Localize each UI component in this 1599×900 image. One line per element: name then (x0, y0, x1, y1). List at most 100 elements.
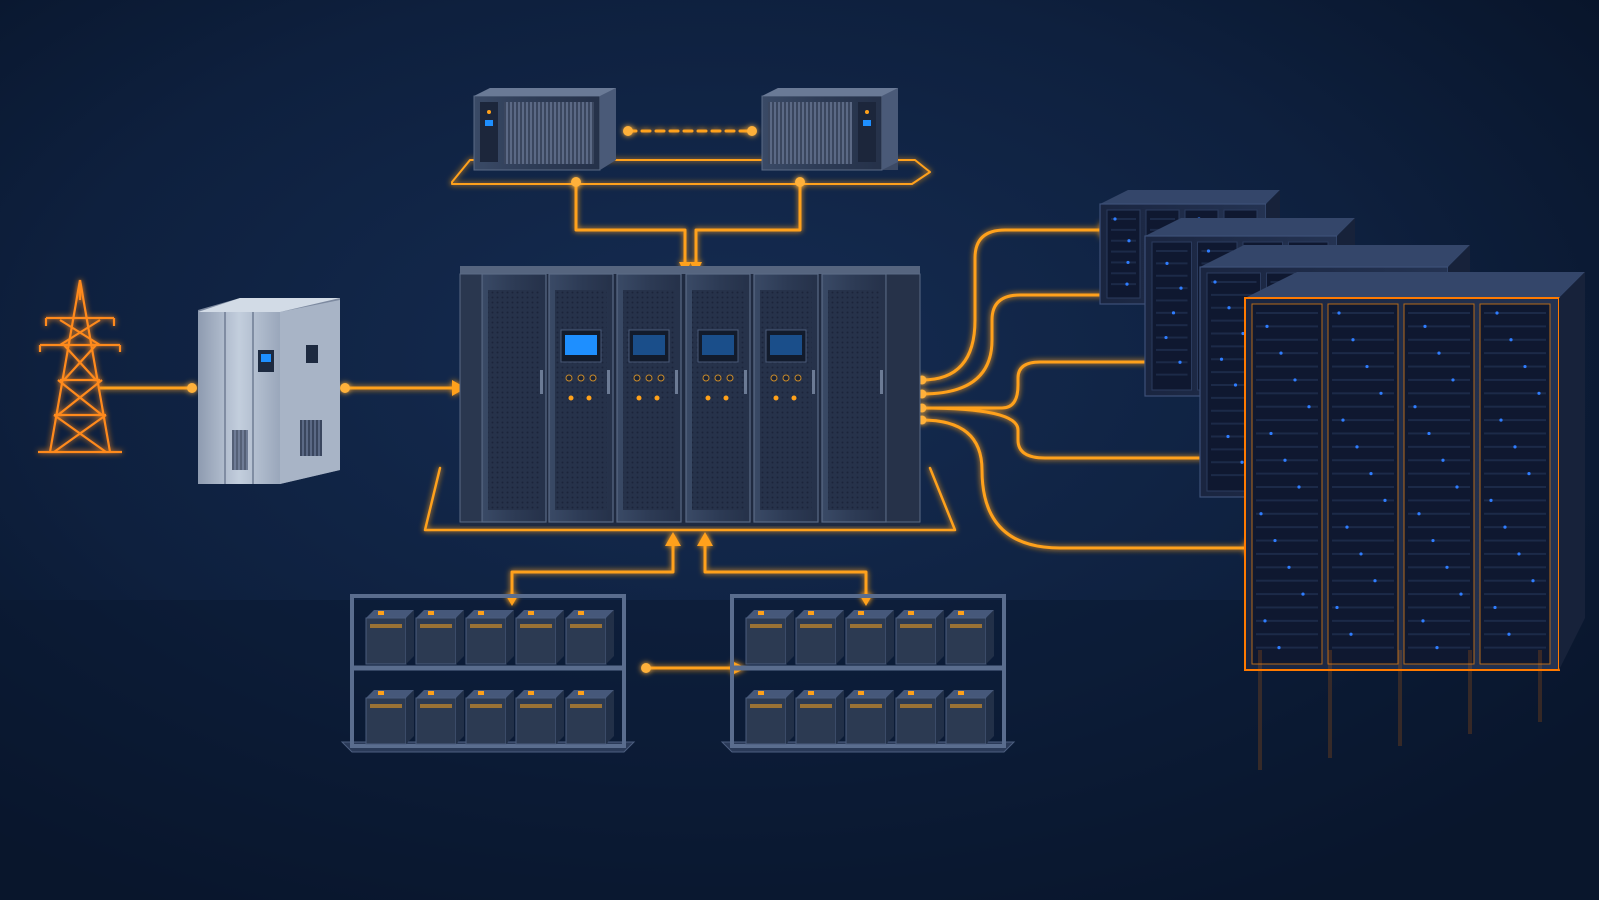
battery-terminal (758, 611, 764, 615)
battery-terminal (758, 691, 764, 695)
server-led (1445, 565, 1449, 569)
battery-terminal (528, 691, 534, 695)
battery-cell (515, 690, 564, 745)
server-led (1365, 364, 1369, 369)
battery-terminal (428, 611, 434, 615)
battery-terminal (908, 611, 914, 615)
server-led (1241, 331, 1245, 336)
node-cooling-left (571, 177, 581, 187)
server-led (1459, 592, 1463, 596)
server-led (1417, 512, 1421, 516)
battery-terminal (378, 691, 384, 695)
battery-cell (795, 690, 844, 745)
server-led (1259, 512, 1263, 516)
battery-terminal (958, 691, 964, 695)
battery-terminal (578, 691, 584, 695)
battery-terminal (908, 691, 914, 695)
server-led (1507, 632, 1511, 636)
server-led (1423, 324, 1427, 328)
battery-cell (745, 610, 794, 665)
flow-cooling-right-to-ups (694, 180, 802, 264)
server-led (1269, 431, 1273, 436)
server-led (1277, 646, 1281, 650)
server-led (1335, 605, 1339, 610)
switchgear-cabinet-icon (198, 298, 340, 484)
server-led (1441, 458, 1445, 462)
server-led (1279, 351, 1283, 355)
server-led (1164, 335, 1168, 340)
battery-terminal (808, 691, 814, 695)
server-led (1435, 646, 1439, 650)
battery-cell (895, 690, 944, 745)
server-led (1178, 360, 1182, 364)
flow-ups-to-rack-2 (920, 293, 1150, 396)
server-led (1233, 383, 1238, 387)
server-led (1265, 324, 1269, 328)
battery-cell (465, 690, 514, 745)
battery-cell (845, 610, 894, 665)
server-led (1495, 311, 1499, 315)
flow-cooling-left-to-ups (574, 180, 687, 264)
flow-ups-to-battery-right (703, 535, 868, 602)
server-led (1337, 311, 1341, 315)
server-led (1213, 280, 1217, 284)
node-cooling-right (795, 177, 805, 187)
server-led (1206, 249, 1211, 253)
battery-terminal (578, 611, 584, 615)
server-led (1227, 306, 1231, 310)
ups-screen (633, 335, 665, 355)
battery-cell (365, 690, 414, 745)
server-led (1513, 445, 1517, 449)
server-led (1307, 405, 1311, 409)
battery-terminal (808, 611, 814, 615)
arrow-battery-to-ups-right (697, 532, 713, 546)
flow-ups-to-rack-4 (920, 406, 1247, 460)
server-led (1421, 619, 1425, 623)
ups-cabinet-icon (459, 266, 921, 526)
floor-reflection (1538, 650, 1542, 722)
server-led (1427, 431, 1431, 436)
server-led (1503, 525, 1507, 529)
server-led (1359, 552, 1363, 556)
floor-reflection (1258, 650, 1262, 770)
server-led (1383, 498, 1387, 502)
server-led (1437, 351, 1441, 355)
flow-ups-to-rack-5 (920, 418, 1247, 550)
battery-cell (565, 690, 614, 745)
server-led (1287, 565, 1291, 569)
ups-cabinet (821, 273, 887, 523)
ups-cabinet (481, 273, 547, 523)
server-led (1113, 217, 1117, 221)
server-led (1489, 498, 1493, 502)
battery-cell (795, 610, 844, 665)
server-led (1527, 472, 1531, 476)
server-led (1127, 239, 1131, 243)
battery-rack-icon (720, 594, 1016, 753)
flow-ups-to-rack-1 (920, 228, 1102, 382)
flow-ups-to-rack-3 (920, 360, 1207, 410)
server-led (1537, 391, 1541, 395)
server-led (1493, 605, 1497, 610)
battery-terminal (478, 691, 484, 695)
server-led (1509, 338, 1513, 342)
server-led (1455, 485, 1459, 489)
server-led (1351, 338, 1355, 342)
server-led (1219, 357, 1224, 361)
server-led (1179, 286, 1183, 290)
arrow-into-ups (452, 380, 466, 396)
cooling-platform-outline (451, 159, 931, 185)
server-led (1369, 472, 1373, 476)
battery-cell (945, 610, 994, 665)
battery-cell (745, 690, 794, 745)
ups-screen (565, 335, 597, 355)
server-led (1531, 579, 1535, 583)
battery-cell (895, 610, 944, 665)
battery-terminal (378, 611, 384, 615)
battery-terminal (478, 611, 484, 615)
arrow-battery-to-ups-left (665, 532, 681, 546)
server-led (1413, 405, 1417, 409)
server-led (1263, 619, 1267, 623)
ups-screen (702, 335, 734, 355)
